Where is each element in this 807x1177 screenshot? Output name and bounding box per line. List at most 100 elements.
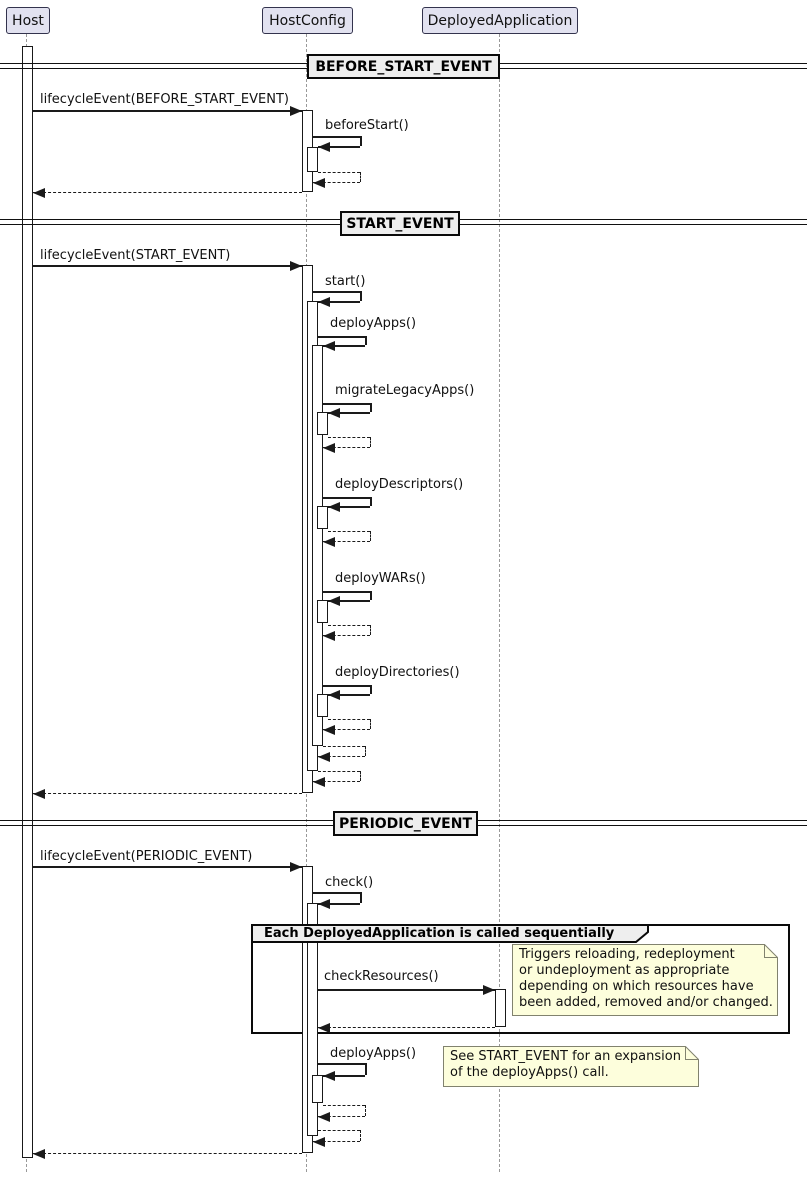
return-line: [318, 1130, 360, 1131]
arrowhead: [318, 752, 330, 762]
message-label: deployWARs(): [335, 571, 426, 586]
arrowhead: [290, 862, 302, 872]
arrowhead: [318, 142, 330, 152]
self-call-line: [365, 336, 367, 345]
return-line: [360, 771, 361, 781]
activation-bar: [317, 694, 328, 717]
group-label: Each DeployedApplication is called seque…: [264, 926, 615, 941]
arrowhead: [318, 1112, 330, 1122]
self-call-line: [323, 345, 365, 347]
return-line: [313, 1141, 360, 1142]
return-line: [328, 625, 370, 626]
note-shape: [443, 1046, 699, 1087]
return-line: [313, 781, 360, 782]
note-text: See START_EVENT for an expansion of the …: [450, 1049, 681, 1080]
participant-hostconfig: HostConfig: [262, 7, 353, 34]
message-label: deployDirectories(): [335, 665, 460, 680]
self-call-line: [318, 1063, 365, 1065]
arrowhead: [328, 502, 340, 512]
arrowhead: [33, 188, 45, 198]
message-label: migrateLegacyApps(): [335, 383, 475, 398]
self-call-line: [370, 403, 372, 412]
lifeline-deployedapplication: [499, 34, 500, 1172]
message-label: start(): [325, 274, 366, 289]
message-label: deployApps(): [330, 1046, 417, 1061]
participant-deployedapplication: DeployedApplication: [422, 7, 578, 34]
arrowhead: [33, 789, 45, 799]
arrowhead: [33, 1149, 45, 1159]
arrowhead: [323, 443, 335, 453]
self-call-line: [370, 591, 372, 600]
activation-bar: [317, 600, 328, 623]
message-label: deployDescriptors(): [335, 477, 464, 492]
return-line: [360, 172, 361, 182]
participant-host-label: Host: [12, 12, 44, 29]
return-line: [328, 437, 370, 438]
return-line: [370, 437, 371, 447]
activation-bar: [312, 345, 323, 746]
self-call-line: [328, 412, 370, 414]
self-call-line: [365, 1063, 367, 1075]
activation-bar: [317, 506, 328, 529]
self-call-line: [360, 892, 362, 903]
self-call-line: [370, 497, 372, 506]
self-call-line: [328, 506, 370, 508]
arrowhead: [323, 537, 335, 547]
participant-host: Host: [6, 7, 50, 34]
return-line: [370, 531, 371, 541]
message-line: [32, 866, 302, 868]
return-line: [318, 771, 360, 772]
activation-bar-deployedapplication: [495, 989, 506, 1027]
return-line: [365, 1105, 366, 1116]
arrowhead: [290, 261, 302, 271]
note-check-resources: Triggers reloading, redeployment or unde…: [512, 944, 778, 1016]
return-line: [33, 1153, 302, 1154]
arrowhead: [483, 985, 495, 995]
self-call-line: [323, 497, 370, 499]
self-call-line: [318, 146, 360, 148]
self-call-line: [323, 591, 370, 593]
message-label: beforeStart(): [325, 118, 409, 133]
return-line: [323, 746, 365, 747]
self-call-line: [313, 136, 360, 138]
arrowhead: [318, 297, 330, 307]
return-line: [323, 729, 370, 730]
self-call-line: [370, 685, 372, 694]
arrowhead: [328, 408, 340, 418]
self-call-line: [360, 136, 362, 146]
divider-label: BEFORE_START_EVENT: [315, 58, 492, 75]
return-line: [33, 793, 302, 794]
return-line: [365, 746, 366, 756]
self-call-line: [313, 291, 360, 293]
self-call-line: [323, 403, 370, 405]
arrowhead: [318, 899, 330, 909]
return-line: [323, 541, 370, 542]
return-line: [323, 447, 370, 448]
message-label: checkResources(): [324, 969, 439, 984]
arrowhead: [290, 106, 302, 116]
return-line: [33, 192, 302, 193]
activation-bar: [307, 147, 318, 172]
arrowhead: [313, 1137, 325, 1147]
note-deploy-apps: See START_EVENT for an expansion of the …: [443, 1046, 699, 1087]
activation-bar: [317, 412, 328, 435]
return-line: [318, 1116, 365, 1117]
participant-hostconfig-label: HostConfig: [269, 12, 346, 29]
return-line: [323, 1105, 365, 1106]
self-call-line: [360, 291, 362, 301]
divider-before-start-event: BEFORE_START_EVENT: [307, 54, 500, 79]
message-line: [32, 265, 302, 267]
note-text: Triggers reloading, redeployment or unde…: [519, 947, 773, 1010]
message-label: check(): [325, 875, 374, 890]
self-call-line: [323, 685, 370, 687]
return-line: [328, 719, 370, 720]
return-line: [328, 531, 370, 532]
return-line: [323, 635, 370, 636]
note-shape: [512, 944, 778, 1016]
arrowhead: [328, 596, 340, 606]
return-line: [318, 172, 360, 173]
arrowhead: [323, 1071, 335, 1081]
arrowhead: [313, 178, 325, 188]
divider-label: PERIODIC_EVENT: [338, 815, 473, 832]
